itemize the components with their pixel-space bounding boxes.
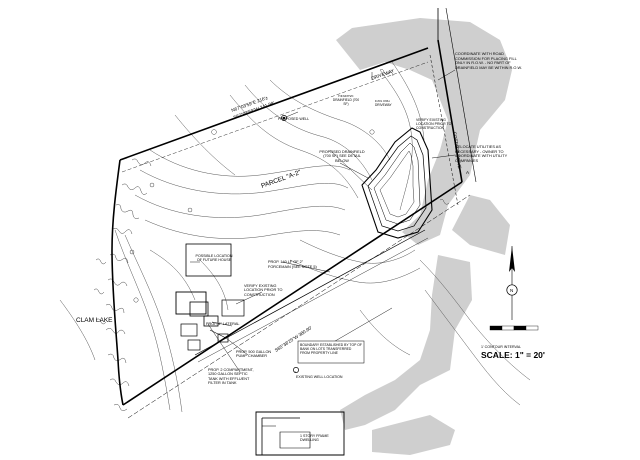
plan-labels: PARCEL "A-2" CLAM LAKE N67°03'59"E 216'±… xyxy=(76,52,523,386)
road-shading xyxy=(336,18,512,455)
lake-shore-line xyxy=(111,159,124,406)
existing-driveway-callout: EXISTING DRIVEWAY xyxy=(375,100,392,107)
road-label: COTTAGE DRIVE xyxy=(452,131,462,169)
pump-chamber-callout: PROP. 500 GALLON PUMP CHAMBER xyxy=(236,350,272,359)
road-centerline xyxy=(445,7,477,183)
road-pavement-bottom xyxy=(372,415,455,455)
north-letter: N xyxy=(510,288,513,293)
relocate-utilities-note: RELOCATE UTILITIES AS NECESSARY - OWNER … xyxy=(455,145,508,163)
existing-well-label: EXISTING WELL LOCATION xyxy=(296,375,343,379)
svg-text:1 STORY FRAME: 1 STORY FRAME xyxy=(300,434,329,438)
septic-tank-callout: PROP. 2 COMPARTMENT, 1250 GALLON SEPTIC … xyxy=(208,368,254,386)
garage-footprint xyxy=(221,299,245,317)
south-property-line xyxy=(122,181,463,406)
tree-symbol xyxy=(187,207,193,213)
lateral-callout: PROP. 4" LATERAL xyxy=(206,322,240,326)
svg-text:DWELLING: DWELLING xyxy=(300,438,319,442)
scale-label: SCALE: 1" = 20' xyxy=(481,350,545,360)
tree-symbol xyxy=(211,129,217,135)
house-and-tanks xyxy=(175,115,299,373)
proposed-well-label: PROPOSED WELL xyxy=(278,117,309,121)
possible-house-footprint xyxy=(185,243,232,277)
scale-bar: 1' CONTOUR INTERVAL SCALE: 1" = 20' xyxy=(481,325,545,360)
road-pavement-upper xyxy=(336,18,512,245)
boundary-note-box xyxy=(297,340,365,364)
tree-symbol xyxy=(369,129,375,135)
drainfield-callout: PROPOSED DRAINFIELD (700 SF) SEE DETAIL … xyxy=(319,150,365,163)
tree-symbol xyxy=(133,297,139,303)
reserve-drainfield-callout: RESERVE DRAINFIELD (700 SF) xyxy=(332,95,360,106)
parcel-boundary xyxy=(111,7,477,406)
pump-chamber xyxy=(217,333,229,343)
drainfield-bed xyxy=(329,127,433,239)
contour-lines xyxy=(59,61,531,413)
leader-lines xyxy=(190,69,456,373)
detail-inset: 1 STORY FRAME DWELLING xyxy=(255,411,345,456)
forcemain-callout: PROP. 140 LF OF 2" FORCEMAIN (SEE NOTE 5… xyxy=(268,260,317,269)
verify-location-callout: VERIFY EXISTING LOCATION PRIOR TO CONSTR… xyxy=(244,284,283,297)
boundary-note: BOUNDARY ESTABLISHED BY TOP OF BANK ON L… xyxy=(300,343,362,355)
septic-tank xyxy=(203,315,219,327)
proposed-well-symbol xyxy=(281,115,287,121)
forcemain-line xyxy=(194,229,426,356)
road-commission-note: COORDINATE WITH ROAD COMMISSION FOR PLAC… xyxy=(455,52,523,70)
road-pavement-right xyxy=(452,195,510,255)
east-property-line xyxy=(437,39,463,183)
verify-location-top-callout: VERIFY EXISTING LOCATION PRIOR TO CONSTR… xyxy=(416,118,452,130)
easement-lines xyxy=(121,61,471,419)
north-property-line xyxy=(119,47,429,161)
contour-interval-label: 1' CONTOUR INTERVAL xyxy=(481,345,521,349)
possible-house-callout: POSSIBLE LOCATION OF FUTURE HOUSE xyxy=(195,254,233,263)
driveway-label: DRIVEWAY xyxy=(371,68,395,81)
north-arrow: N xyxy=(506,246,518,320)
lake-label: CLAM LAKE xyxy=(76,317,113,324)
existing-well-symbol xyxy=(293,367,299,373)
tree-symbol xyxy=(149,182,155,188)
north-arrow-head xyxy=(509,246,515,272)
section-letter: A xyxy=(466,170,470,175)
road-pavement-lower xyxy=(340,255,472,430)
existing-building xyxy=(175,291,207,315)
tree-symbol xyxy=(129,249,135,255)
